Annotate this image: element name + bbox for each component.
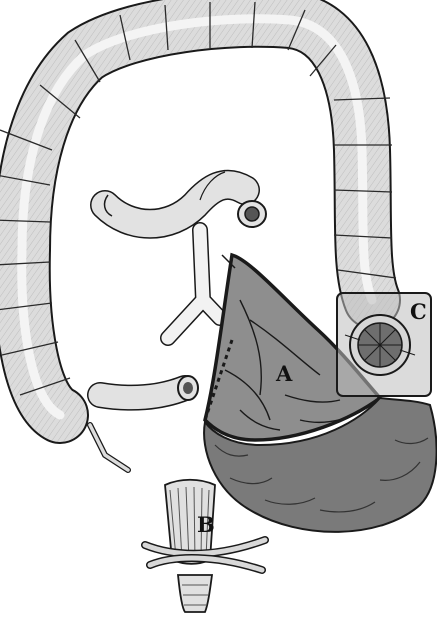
- label-b: B: [197, 512, 215, 537]
- label-a: A: [275, 361, 293, 386]
- ileum-stump: [90, 376, 198, 470]
- mesenteric-vessels: [168, 230, 220, 338]
- small-intestine-loop: [105, 172, 266, 227]
- label-c: C: [410, 299, 427, 324]
